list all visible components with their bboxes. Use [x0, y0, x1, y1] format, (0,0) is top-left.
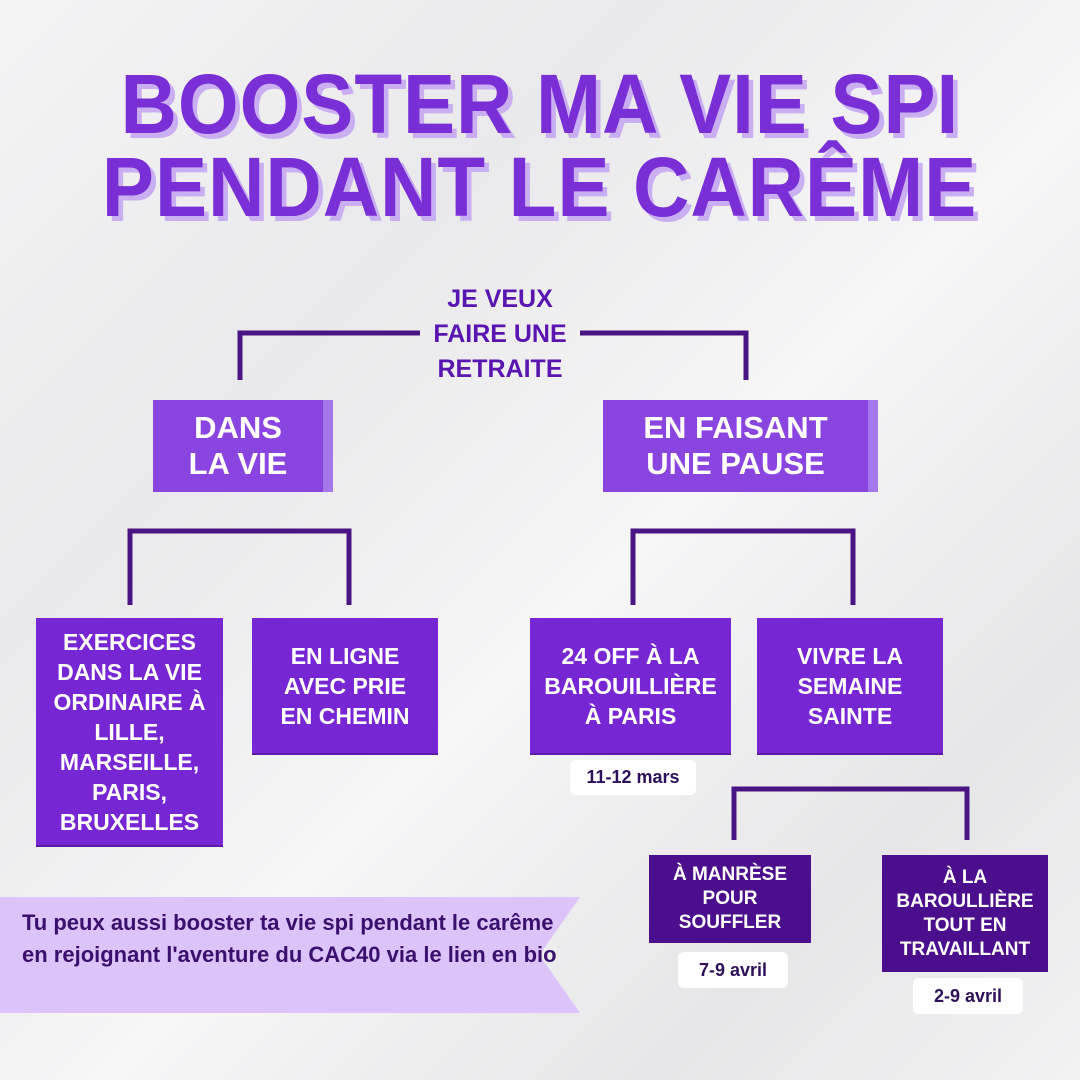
date-badge: 7-9 avril	[678, 952, 788, 988]
node-dans-la-vie: DANS LA VIE	[153, 400, 333, 492]
root-line: FAIRE UNE	[433, 320, 567, 348]
right-connector	[630, 528, 856, 605]
date-badge: 11-12 mars	[570, 760, 696, 795]
root-line: JE VEUX	[447, 285, 553, 313]
node-24-off: 24 OFF À LA BAROUILLIÈRE À PARIS	[530, 618, 731, 753]
node-semaine-sainte: VIVRE LA SEMAINE SAINTE	[757, 618, 943, 753]
root-node: JE VEUX FAIRE UNE RETRAITE	[400, 282, 600, 387]
node-exercices: EXERCICES DANS LA VIE ORDINAIRE À LILLE,…	[36, 618, 223, 845]
cta-banner	[0, 897, 580, 1013]
root-line: RETRAITE	[437, 355, 563, 383]
node-en-ligne: EN LIGNE AVEC PRIE EN CHEMIN	[252, 618, 438, 753]
title-line-1: BOOSTER MA VIE SPI	[120, 57, 960, 151]
node-en-faisant-une-pause: EN FAISANT UNE PAUSE	[603, 400, 878, 492]
semaine-connector	[731, 786, 970, 840]
title-line-2: PENDANT LE CARÊME	[102, 140, 978, 234]
node-manrese: À MANRÈSE POUR SOUFFLER	[649, 855, 811, 943]
date-badge: 2-9 avril	[913, 978, 1023, 1014]
cta-banner-text: Tu peux aussi booster ta vie spi pendant…	[22, 910, 557, 967]
left-connector	[127, 528, 352, 605]
node-baroulliere-travaillant: À LA BAROULLIÈRE TOUT EN TRAVAILLANT	[882, 855, 1048, 972]
root-connector	[237, 330, 749, 380]
